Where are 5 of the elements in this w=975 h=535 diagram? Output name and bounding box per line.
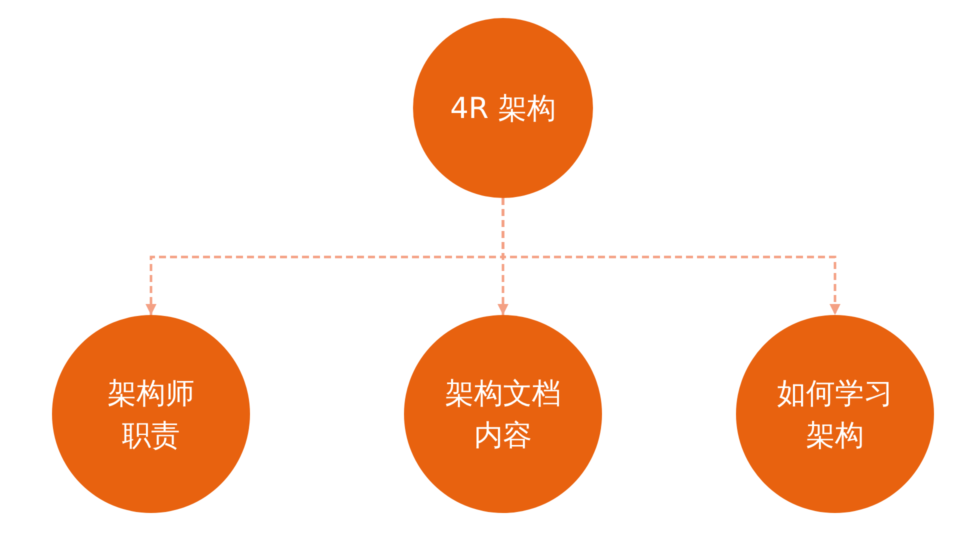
node-label: 架构文档内容 [445, 374, 561, 454]
node-label: 如何学习架构 [777, 374, 893, 454]
node-label: 架构师职责 [108, 374, 194, 454]
node-label: 4R 架构 [449, 90, 557, 127]
arrow [502, 198, 840, 315]
